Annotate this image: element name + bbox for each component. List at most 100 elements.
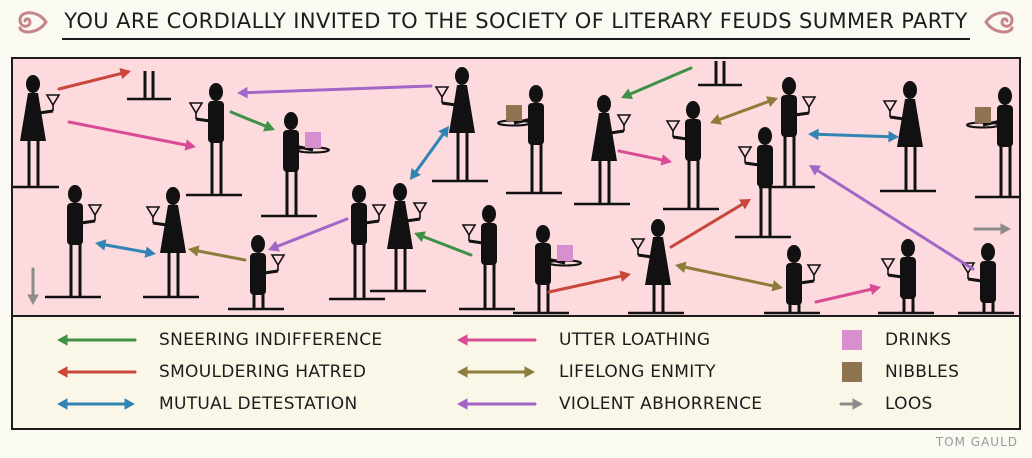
party-guest bbox=[759, 77, 817, 189]
wine-glass-icon bbox=[737, 146, 753, 163]
legend-label: UTTER LOATHING bbox=[559, 330, 711, 350]
wine-glass-icon bbox=[412, 202, 428, 219]
feud-arrow bbox=[617, 149, 672, 166]
legend-item-loos: LOOS bbox=[839, 391, 933, 417]
wine-glass-icon bbox=[434, 86, 450, 103]
wine-glass-icon bbox=[801, 96, 817, 113]
feud-arrow bbox=[669, 199, 751, 249]
legend-arrow bbox=[57, 366, 137, 378]
party-guest bbox=[764, 245, 822, 315]
legend-item-mutual-detestation: MUTUAL DETESTATION bbox=[53, 391, 357, 417]
wine-glass-icon bbox=[880, 258, 896, 275]
party-guest bbox=[574, 95, 632, 206]
feud-arrow bbox=[188, 245, 247, 262]
nibbles-tray-icon bbox=[506, 105, 522, 121]
party-guest bbox=[735, 127, 791, 239]
drinks-square bbox=[842, 330, 862, 350]
feud-arrow bbox=[57, 67, 131, 91]
party-guest bbox=[45, 185, 103, 299]
party-guest bbox=[663, 101, 719, 211]
wine-glass-icon bbox=[45, 94, 61, 111]
title-underline bbox=[62, 38, 970, 40]
party-guest bbox=[432, 67, 488, 183]
party-guest bbox=[186, 83, 242, 197]
legend-arrow bbox=[457, 334, 537, 346]
legend-label: DRINKS bbox=[885, 330, 952, 350]
departing-guest-legs bbox=[698, 61, 742, 87]
wine-glass-icon bbox=[630, 238, 646, 255]
legend-item-sneering-indifference: SNEERING INDIFFERENCE bbox=[53, 327, 382, 353]
party-guest bbox=[966, 87, 1019, 199]
right-flourish-icon bbox=[984, 11, 1014, 34]
party-guest bbox=[261, 112, 330, 218]
loos-arrow-icon bbox=[839, 398, 863, 410]
feud-arrow bbox=[809, 165, 975, 271]
legend-label: SNEERING INDIFFERENCE bbox=[159, 330, 383, 350]
legend-item-smouldering-hatred: SMOULDERING HATRED bbox=[53, 359, 366, 385]
legend-label: LIFELONG ENMITY bbox=[559, 362, 716, 382]
party-illustration bbox=[13, 61, 1019, 315]
party-guest bbox=[370, 183, 428, 293]
party-guest bbox=[878, 239, 934, 315]
feud-arrow bbox=[814, 283, 881, 304]
nibbles-swatch-icon bbox=[839, 359, 865, 385]
legend-arrow bbox=[457, 366, 535, 378]
legend-panel: SNEERING INDIFFERENCE SMOULDERING HATRED… bbox=[11, 317, 1021, 430]
nibbles-tray-icon bbox=[975, 107, 991, 123]
legend-arrow-icon bbox=[57, 398, 135, 410]
drinks-tray-icon bbox=[557, 245, 573, 261]
party-guest bbox=[628, 219, 684, 315]
party-guest bbox=[497, 85, 562, 195]
party-scene bbox=[11, 57, 1021, 317]
legend-item-lifelong-enmity: LIFELONG ENMITY bbox=[453, 359, 716, 385]
legend-arrow-icon bbox=[457, 334, 537, 346]
feud-arrow bbox=[229, 110, 275, 132]
wine-glass-icon bbox=[270, 254, 286, 271]
legend-item-violent-abhorrence: VIOLENT ABHORRENCE bbox=[453, 391, 762, 417]
party-guest bbox=[13, 75, 61, 189]
legend-arrow-icon bbox=[457, 366, 535, 378]
loos-arrow bbox=[27, 267, 39, 305]
legend-arrow bbox=[457, 398, 537, 410]
feud-arrow bbox=[237, 84, 433, 99]
feud-arrow bbox=[410, 126, 449, 180]
legend-arrow-icon bbox=[57, 366, 137, 378]
party-guest bbox=[880, 81, 936, 193]
feud-arrow bbox=[675, 261, 783, 292]
wine-glass-icon bbox=[188, 102, 204, 119]
party-guest bbox=[228, 235, 286, 311]
artist-credit: TOM GAULD bbox=[935, 435, 1018, 449]
feud-arrow bbox=[67, 120, 196, 151]
legend-item-nibbles: NIBBLES bbox=[839, 359, 959, 385]
title-bar: YOU ARE CORDIALLY INVITED TO THE SOCIETY… bbox=[0, 0, 1032, 48]
legend-arrow bbox=[57, 334, 137, 346]
drinks-tray-icon bbox=[305, 132, 321, 148]
party-guest bbox=[143, 187, 199, 299]
feud-arrow bbox=[710, 96, 778, 125]
legend-arrow-icon bbox=[57, 334, 137, 346]
legend-label: SMOULDERING HATRED bbox=[159, 362, 367, 382]
legend-label: VIOLENT ABHORRENCE bbox=[559, 394, 763, 414]
party-guest bbox=[958, 243, 1014, 315]
wine-glass-icon bbox=[371, 204, 387, 221]
feud-arrow bbox=[95, 239, 156, 258]
feud-arrow bbox=[547, 270, 631, 294]
legend-label: LOOS bbox=[885, 394, 933, 414]
legend-item-utter-loathing: UTTER LOATHING bbox=[453, 327, 710, 353]
wine-glass-icon bbox=[616, 114, 632, 131]
nibbles-square bbox=[842, 362, 862, 382]
party-guest bbox=[329, 185, 387, 301]
legend-arrow bbox=[57, 398, 135, 410]
feud-arrow bbox=[414, 231, 473, 257]
wine-glass-icon bbox=[665, 120, 681, 137]
drinks-swatch-icon bbox=[839, 327, 865, 353]
wine-glass-icon bbox=[87, 204, 103, 221]
wine-glass-icon bbox=[806, 264, 822, 281]
feud-arrow bbox=[808, 128, 899, 143]
legend-arrow bbox=[839, 398, 863, 410]
feud-arrow bbox=[268, 217, 349, 252]
legend-label: NIBBLES bbox=[885, 362, 960, 382]
wine-glass-icon bbox=[145, 206, 161, 223]
wine-glass-icon bbox=[882, 100, 898, 117]
legend-arrow-icon bbox=[457, 398, 537, 410]
